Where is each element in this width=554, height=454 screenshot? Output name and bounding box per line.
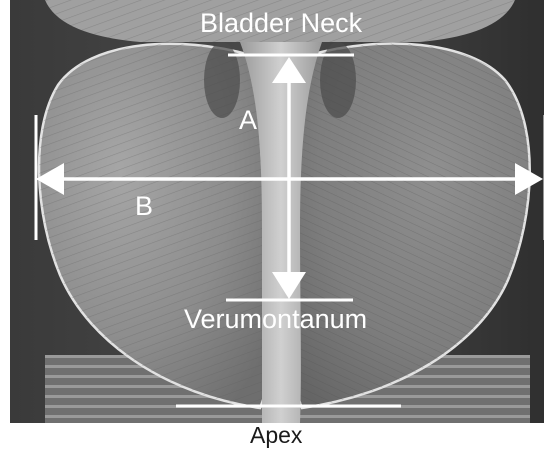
dimension-a-label: A [239, 107, 257, 134]
dimension-b-label: B [135, 193, 153, 220]
apex-label: Apex [250, 424, 302, 447]
bladder-neck-label: Bladder Neck [200, 10, 362, 37]
verumontanum-label: Verumontanum [184, 306, 367, 333]
left-groove [204, 42, 240, 118]
right-groove [320, 42, 356, 118]
